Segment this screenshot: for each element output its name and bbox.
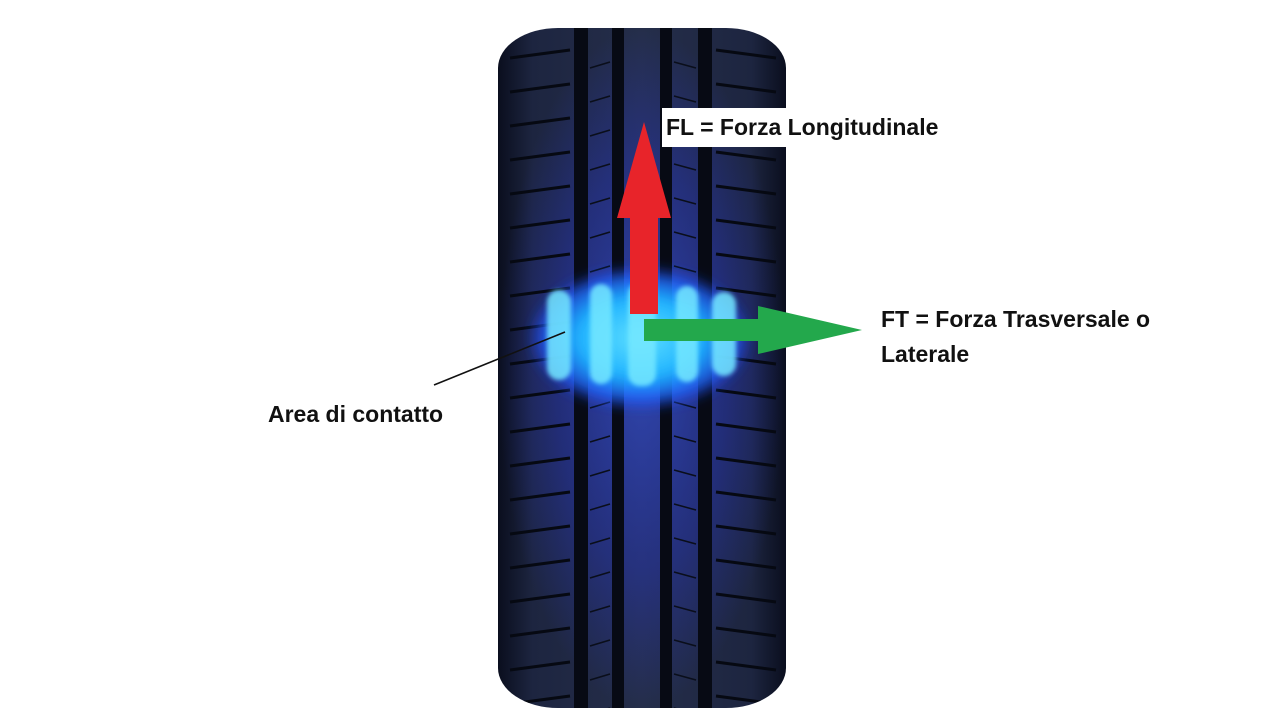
tread-sipe	[509, 150, 571, 162]
tread-sipe	[509, 388, 571, 400]
tread-sipe	[589, 537, 611, 545]
transverse-force-label-line2: Laterale	[881, 341, 970, 367]
tread-sipe	[509, 558, 571, 570]
tread-sipe	[673, 639, 697, 647]
tread-sipe	[715, 388, 777, 400]
longitudinal-force-label: FL = Forza Longitudinale	[662, 108, 949, 147]
tread-sipe	[589, 707, 611, 708]
tread-sipe	[715, 422, 777, 434]
transverse-force-label-line1: FT = Forza Trasversale o	[881, 306, 1151, 332]
tread-sipe	[715, 184, 777, 196]
tire-front-view-icon	[498, 28, 786, 708]
tread-sipe	[509, 48, 571, 60]
tread-sipe	[715, 286, 777, 298]
tread-sipe	[589, 605, 611, 613]
transverse-force-arrow	[644, 306, 862, 354]
tread-sipe	[673, 197, 697, 205]
tread-sipe	[715, 48, 777, 60]
tread-sipe	[715, 82, 777, 94]
tread-sipe	[509, 524, 571, 536]
tread-sipe	[589, 231, 611, 239]
tread-sipe	[509, 660, 571, 672]
tread-sipe	[589, 639, 611, 647]
tread-sipe	[715, 150, 777, 162]
tread-sipe	[673, 265, 697, 273]
tread-sipe	[589, 503, 611, 511]
tread-sipe	[509, 82, 571, 94]
tread-sipe	[589, 265, 611, 273]
tread-sipe	[589, 673, 611, 681]
tread-sipe	[673, 231, 697, 239]
tread-sipe	[715, 218, 777, 230]
tread-sipe	[673, 435, 697, 443]
longitudinal-force-arrow	[617, 122, 671, 314]
tread-sipe	[673, 707, 697, 708]
tread-sipe	[715, 626, 777, 638]
tread-sipe	[673, 673, 697, 681]
tread-sipe	[509, 490, 571, 502]
tread-sipe	[589, 571, 611, 579]
tread-sipe	[589, 197, 611, 205]
tread-sipe	[715, 660, 777, 672]
tread-sipe	[589, 129, 611, 137]
tread-sipe	[589, 435, 611, 443]
tread-sipe	[589, 469, 611, 477]
tread-sipe	[509, 184, 571, 196]
tread-sipe	[509, 252, 571, 264]
tread-sipe	[673, 469, 697, 477]
tread-sipe	[673, 61, 697, 69]
tread-sipe	[673, 95, 697, 103]
tread-sipe	[509, 116, 571, 128]
tread-sipe	[715, 252, 777, 264]
transverse-force-label: FT = Forza Trasversale o Laterale	[881, 302, 1150, 372]
tread-sipe	[589, 95, 611, 103]
contact-area-label: Area di contatto	[268, 401, 444, 427]
tread-sipe	[715, 490, 777, 502]
tread-sipe	[589, 61, 611, 69]
tread-sipe	[673, 503, 697, 511]
tread-sipe	[715, 592, 777, 604]
tread-sipe	[509, 592, 571, 604]
tread-sipe	[673, 163, 697, 171]
tread-sipe	[673, 605, 697, 613]
tread-sipe	[509, 218, 571, 230]
tread-sipe	[509, 456, 571, 468]
tread-sipe	[715, 456, 777, 468]
tread-sipe	[715, 524, 777, 536]
tread-sipe	[509, 626, 571, 638]
tread-sipe	[673, 571, 697, 579]
tread-sipe	[673, 537, 697, 545]
contact-area-leader-line	[433, 331, 566, 386]
tread-sipe	[715, 558, 777, 570]
tread-sipe	[509, 422, 571, 434]
tread-sipe	[589, 163, 611, 171]
